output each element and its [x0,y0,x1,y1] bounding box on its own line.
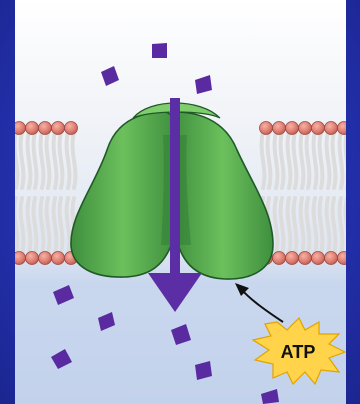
arrow-shaft [170,98,180,276]
molecule [152,43,167,58]
lipid-head [273,252,286,265]
lipid-head [312,252,325,265]
lipid-head [260,122,273,135]
lipid-head [325,252,338,265]
diagram-panel: ATP [15,0,346,404]
lipid-head [39,122,52,135]
lipid-head [52,122,65,135]
lipid-head [15,122,26,135]
lipid-head [286,252,299,265]
lipid-head [273,122,286,135]
lipid-head [299,122,312,135]
lipid-head [26,252,39,265]
lipid-head [52,252,65,265]
atp-label: ATP [281,342,316,362]
lipid-head [325,122,338,135]
lipid-head [26,122,39,135]
lipid-head [286,122,299,135]
lipid-head [299,252,312,265]
lipid-head [65,122,78,135]
lipid-head [15,252,26,265]
lipid-head [39,252,52,265]
lipid-head [312,122,325,135]
